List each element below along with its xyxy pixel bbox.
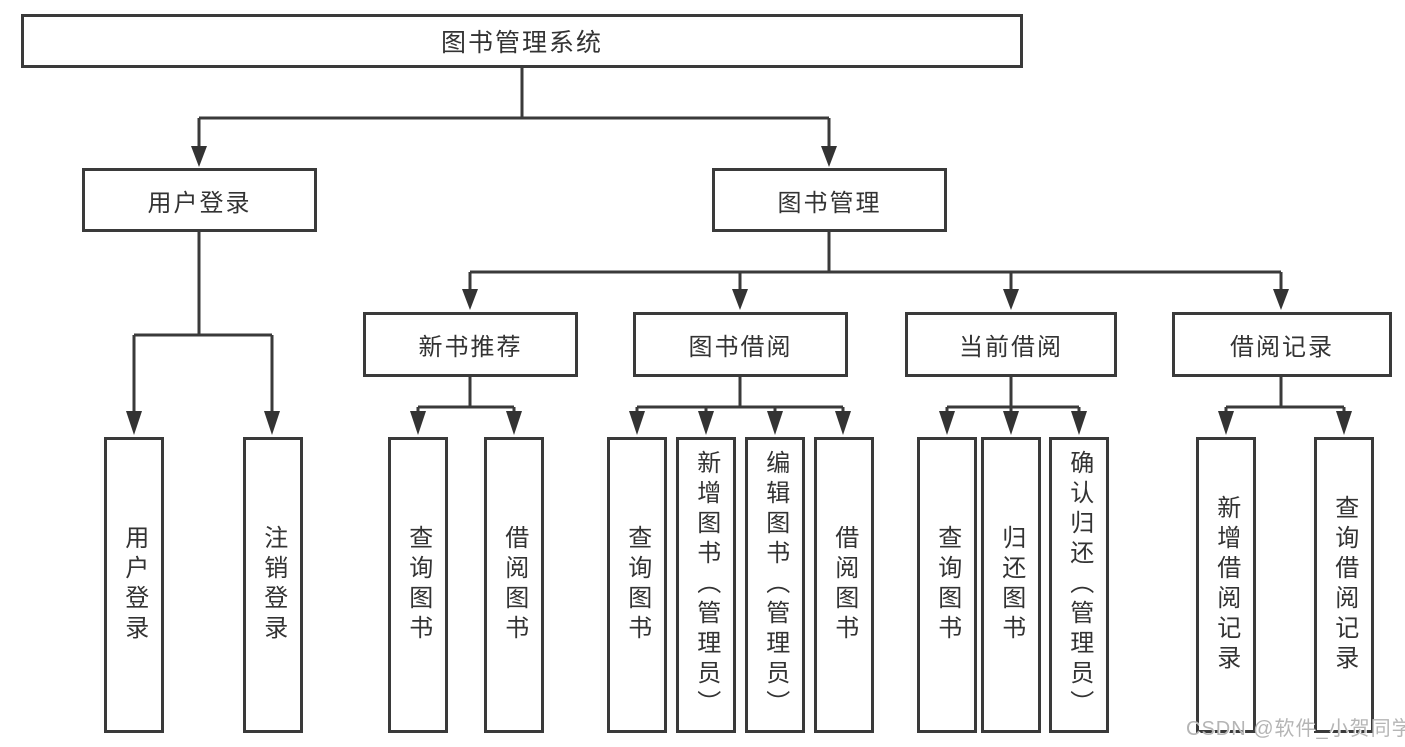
node-current-borrowing: 当前借阅 (905, 312, 1117, 377)
leaf-add-books-admin-label: 新增图书（管理员） (692, 450, 720, 720)
leaf-confirm-return-admin: 确认归还（管理员） (1049, 437, 1109, 733)
leaf-edit-books-admin-label: 编辑图书（管理员） (761, 450, 789, 720)
leaf-query-books-newrec-label: 查询图书 (404, 525, 432, 645)
connector-book-borrow-children (635, 377, 845, 413)
leaf-query-books-current-label: 查询图书 (933, 525, 961, 645)
node-book-management: 图书管理 (712, 168, 947, 232)
leaf-borrow-books-newrec: 借阅图书 (484, 437, 544, 733)
watermark: CSDN @软件_小贺同学 (1186, 718, 1405, 740)
connector-user-login-children (132, 232, 274, 412)
connector-borrow-records-children (1224, 377, 1346, 413)
node-user-login-label: 用户登录 (147, 189, 252, 217)
leaf-query-books-borrowing-label: 查询图书 (623, 525, 651, 645)
node-library-system-label: 图书管理系统 (440, 29, 603, 57)
leaf-user-login-label: 用户登录 (120, 525, 148, 645)
leaf-logout-login-label: 注销登录 (259, 525, 287, 645)
node-borrowing-records: 借阅记录 (1172, 312, 1392, 377)
leaf-user-login: 用户登录 (104, 437, 164, 733)
leaf-query-books-newrec: 查询图书 (388, 437, 448, 733)
leaf-return-books-label: 归还图书 (997, 525, 1025, 645)
arrowheads-level4 (126, 411, 1352, 435)
node-book-borrowing: 图书借阅 (633, 312, 848, 377)
leaf-borrow-books-borrowing-label: 借阅图书 (830, 525, 858, 645)
leaf-confirm-return-admin-label: 确认归还（管理员） (1065, 450, 1093, 720)
node-new-book-recommend-label: 新书推荐 (418, 334, 523, 361)
node-book-borrowing-label: 图书借阅 (688, 334, 793, 361)
connector-book-mgmt-children (468, 232, 1283, 290)
arrowheads-level2 (191, 146, 837, 167)
node-current-borrowing-label: 当前借阅 (959, 334, 1063, 361)
connector-new-books-children (416, 377, 516, 413)
leaf-add-books-admin: 新增图书（管理员） (676, 437, 736, 733)
leaf-query-borrow-record: 查询借阅记录 (1314, 437, 1374, 733)
leaf-borrow-books-borrowing: 借阅图书 (814, 437, 874, 733)
leaf-add-borrow-record-label: 新增借阅记录 (1212, 495, 1240, 675)
leaf-query-books-borrowing: 查询图书 (607, 437, 667, 733)
connector-current-borrow-children (945, 377, 1081, 413)
node-library-system: 图书管理系统 (21, 14, 1023, 68)
leaf-query-books-current: 查询图书 (917, 437, 977, 733)
node-new-book-recommend: 新书推荐 (363, 312, 578, 377)
connector-root-to-level2 (197, 68, 831, 147)
leaf-borrow-books-newrec-label: 借阅图书 (500, 525, 528, 645)
node-book-management-label: 图书管理 (777, 189, 882, 217)
node-borrowing-records-label: 借阅记录 (1230, 334, 1334, 361)
leaf-return-books: 归还图书 (981, 437, 1041, 733)
node-user-login: 用户登录 (82, 168, 317, 232)
arrowheads-level3 (462, 289, 1289, 310)
leaf-add-borrow-record: 新增借阅记录 (1196, 437, 1256, 733)
leaf-logout-login: 注销登录 (243, 437, 303, 733)
leaf-edit-books-admin: 编辑图书（管理员） (745, 437, 805, 733)
leaf-query-borrow-record-label: 查询借阅记录 (1330, 495, 1358, 675)
